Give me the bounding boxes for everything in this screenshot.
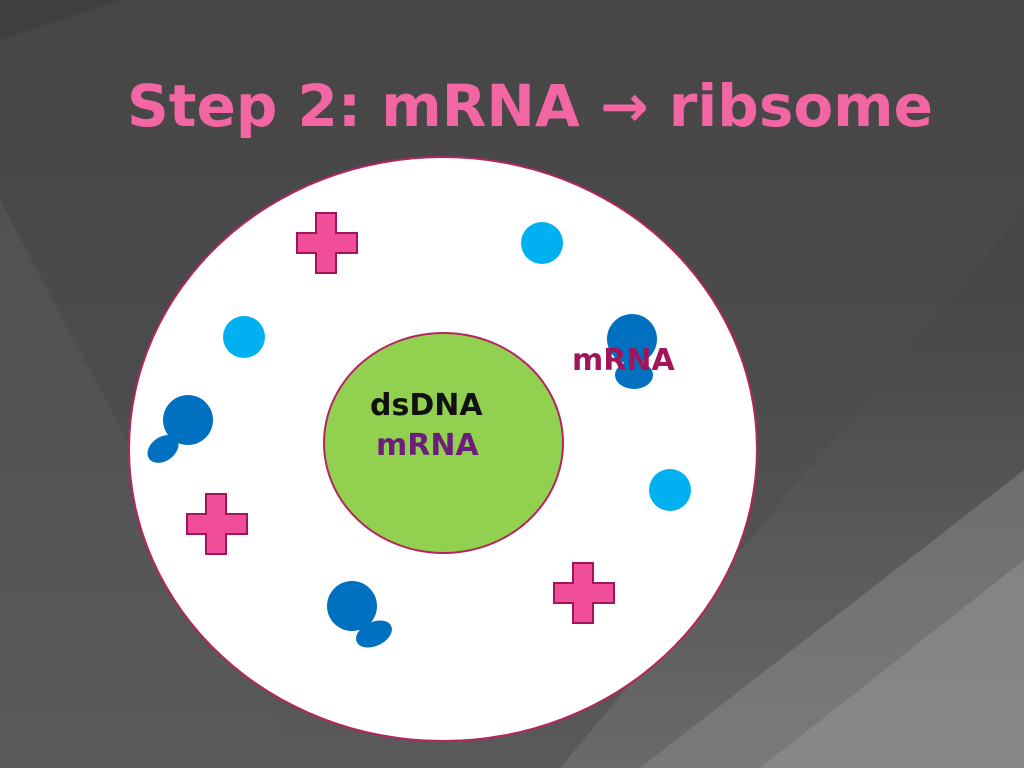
nucleus-label-dsdna: dsDNA — [370, 388, 483, 423]
plus-icon — [553, 562, 615, 624]
plus-icon — [296, 212, 358, 274]
nucleus — [323, 332, 564, 554]
circle-icon — [649, 469, 691, 511]
plus-icon — [186, 493, 248, 555]
ribosome-icon — [327, 581, 392, 648]
ribosome-icon — [607, 314, 657, 389]
circle-icon — [521, 222, 563, 264]
nucleus-label-mrna: mRNA — [376, 428, 479, 463]
slide-title: Step 2: mRNA → ribsome — [127, 72, 933, 140]
circle-icon — [223, 316, 265, 358]
cytoplasm-label-mrna: mRNA — [572, 343, 675, 378]
ribosome-icon — [147, 395, 213, 463]
